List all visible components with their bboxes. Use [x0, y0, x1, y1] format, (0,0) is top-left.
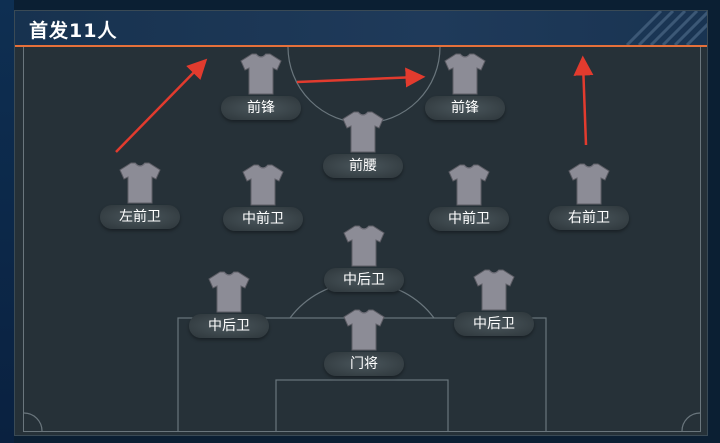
position-label: 中后卫 [454, 312, 534, 336]
player-cm-left[interactable]: 中前卫 [223, 163, 303, 243]
position-label: 前腰 [323, 154, 403, 178]
header-stripes-decoration [625, 11, 707, 45]
position-label: 中后卫 [189, 314, 269, 338]
position-label: 前锋 [221, 96, 301, 120]
goal-area [275, 379, 449, 431]
position-label: 右前卫 [549, 206, 629, 230]
jersey-icon [242, 163, 284, 207]
player-cb-right[interactable]: 中后卫 [454, 268, 534, 348]
player-lm[interactable]: 左前卫 [100, 161, 180, 241]
position-label: 中前卫 [429, 207, 509, 231]
left-edge-decoration [0, 0, 14, 443]
position-label: 左前卫 [100, 205, 180, 229]
player-am[interactable]: 前腰 [323, 110, 403, 190]
jersey-icon [448, 163, 490, 207]
player-cm-right[interactable]: 中前卫 [429, 163, 509, 243]
jersey-icon [343, 224, 385, 268]
position-label: 门将 [324, 352, 404, 376]
player-fw-left[interactable]: 前锋 [221, 52, 301, 132]
jersey-icon [342, 110, 384, 154]
jersey-icon [343, 308, 385, 352]
panel-header: 首发11人 [15, 11, 707, 47]
jersey-icon [119, 161, 161, 205]
position-label: 中后卫 [324, 268, 404, 292]
player-gk[interactable]: 门将 [324, 308, 404, 388]
position-label: 中前卫 [223, 207, 303, 231]
jersey-icon [208, 270, 250, 314]
player-rm[interactable]: 右前卫 [549, 162, 629, 242]
player-cb-center[interactable]: 中后卫 [324, 224, 404, 304]
jersey-icon [568, 162, 610, 206]
page-title: 首发11人 [29, 20, 118, 42]
corner-arc-left [24, 412, 43, 431]
jersey-icon [473, 268, 515, 312]
position-label: 前锋 [425, 96, 505, 120]
player-cb-left[interactable]: 中后卫 [189, 270, 269, 350]
jersey-icon [240, 52, 282, 96]
player-fw-right[interactable]: 前锋 [425, 52, 505, 132]
jersey-icon [444, 52, 486, 96]
corner-arc-right [681, 412, 700, 431]
